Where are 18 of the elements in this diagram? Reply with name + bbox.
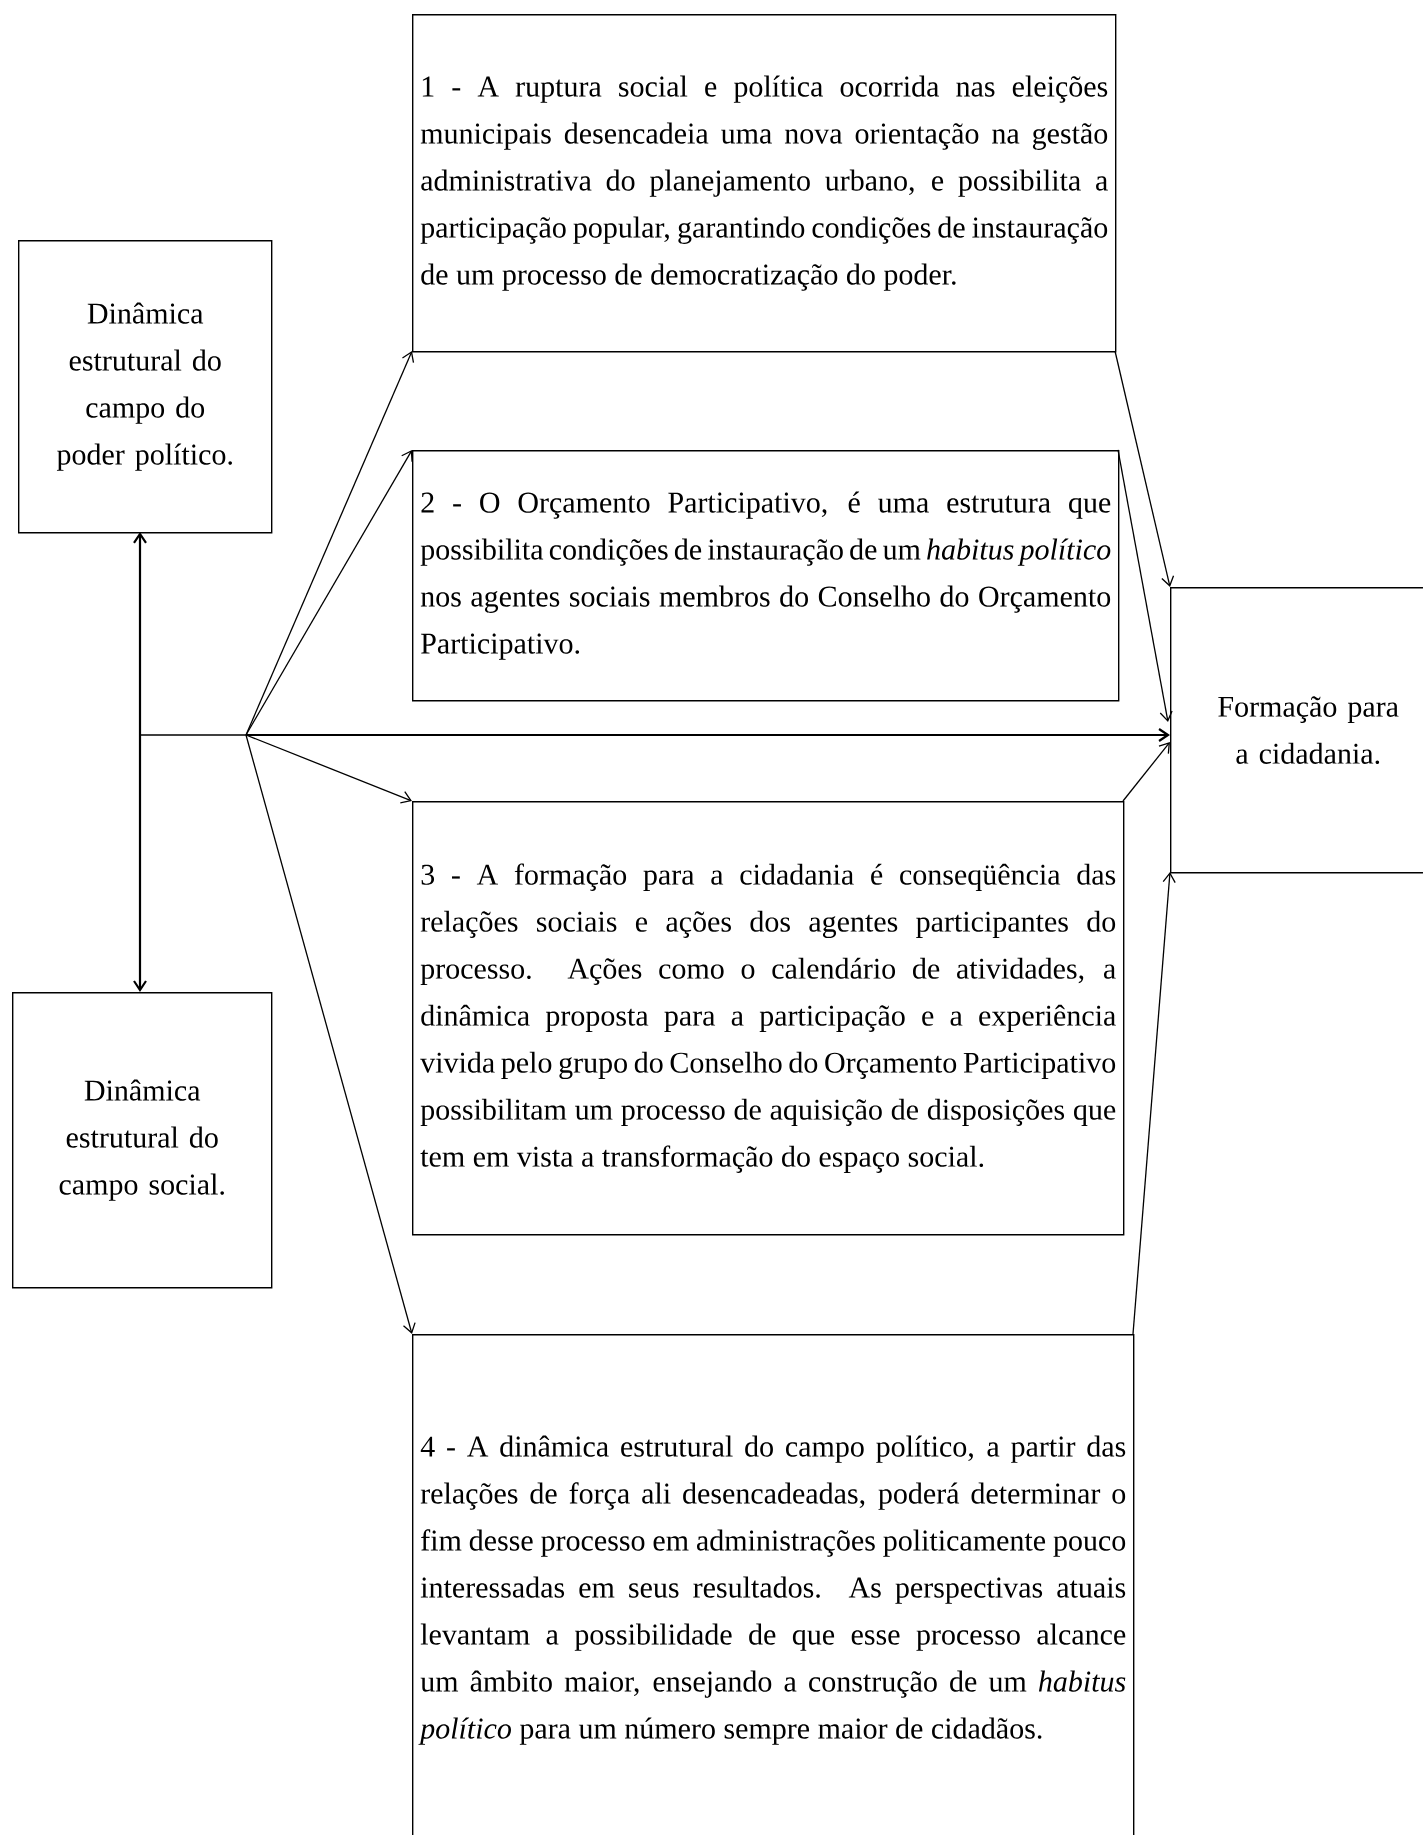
arrow: [246, 728, 1170, 742]
connector-line: [139, 734, 247, 736]
arrow: [1114, 350, 1175, 587]
text-box: 3 - A formação para a cidadania é conseqüência das relações sociais e ações dos agentes participantes do processo. Ações como o calendário de atividades, a dinâmica proposta para a participação e a experiência vivida pelo grupo do Conselho do Orçamento Participativo possibilitam um processo de aquisição de disposições que tem em vista a transformação do espaço social.: [412, 801, 1125, 1236]
arrow: [1132, 872, 1176, 1335]
text-box: 2 - O Orçamento Participativo, é uma estrutura que possibilita condições de instauração de um habitus político nos agentes sociais membros do Conselho do Orçamento Participativo.: [412, 450, 1120, 702]
arrow: [245, 351, 415, 736]
text-box: Dinâmica estrutural do campo social.: [12, 992, 273, 1289]
arrow: [1117, 449, 1173, 722]
text-box: Formação para a cidadania.: [1170, 586, 1423, 874]
arrow: [245, 734, 416, 1334]
arrow: [245, 734, 412, 804]
text-box: 1 - A ruptura social e política ocorrida nas eleições municipais desencadeia uma nova orientação na gestão administrativa do planejamento urbano, e possibilita a participação popular, garantindo condições de instauração de um processo de democratização do poder.: [412, 14, 1117, 353]
arrow: [245, 450, 413, 736]
text-box: 4 - A dinâmica estrutural do campo político, a partir das relações de força ali desencadeadas, poderá determinar o fim desse processo em administrações politicamente pouco interessadas em seus resultados. As perspectivas atuais levantam a possibilidade de que esse processo alcance um âmbito maior, ensejando a construção de um habitus político para um número sempre maior de cidadãos.: [412, 1334, 1135, 1835]
arrow: [133, 532, 147, 992]
text-box: Dinâmica estrutural do campo do poder político.: [18, 240, 273, 534]
arrow: [1122, 742, 1170, 802]
